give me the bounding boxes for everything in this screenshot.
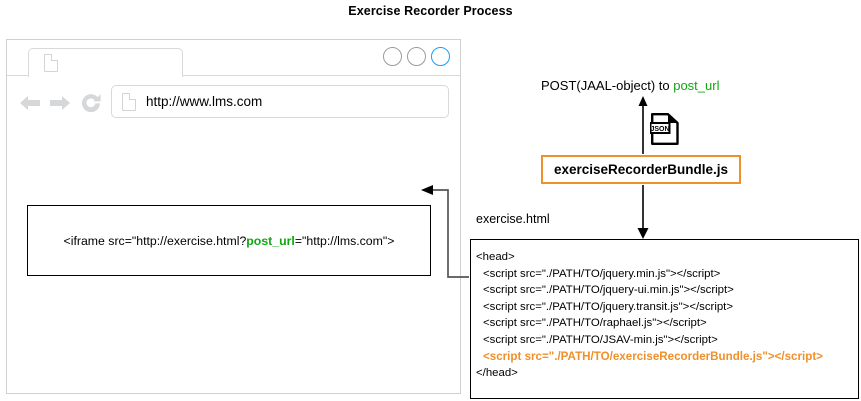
post-label-param: post_url [673,78,720,93]
circle-blue-icon[interactable] [431,47,450,66]
code-line: <script src="./PATH/TO/JSAV-min.js"></sc… [483,333,718,346]
browser-window-mockup: http://www.lms.com <iframe src="http://e… [6,39,461,394]
json-file-icon: JSON [649,112,680,146]
code-line: <script src="./PATH/TO/jquery.transit.js… [483,300,733,313]
arrow-bundle-to-post [638,96,648,154]
exercise-html-label: exercise.html [476,212,550,226]
browser-toolbar: http://www.lms.com [7,76,460,128]
code-line: <head> [476,251,515,263]
iframe-snippet-text: <iframe src="http://exercise.html?post_u… [64,234,395,248]
page-icon [122,93,136,111]
iframe-snippet-after: ="http://lms.com"> [294,233,395,248]
circle-gray-2-icon[interactable] [407,47,426,66]
url-bar[interactable]: http://www.lms.com [111,85,449,118]
window-controls [383,47,450,66]
page-icon [44,54,58,72]
post-flow-label: POST(JAAL-object) to post_url [541,78,719,93]
post-label-text: POST(JAAL-object) to [541,78,674,93]
circle-gray-1-icon[interactable] [383,47,402,66]
svg-text:JSON: JSON [650,126,669,133]
code-line: <script src="./PATH/TO/jquery-ui.min.js"… [483,284,734,297]
code-line-highlighted: <script src="./PATH/TO/exerciseRecorderB… [483,349,823,363]
url-input[interactable]: http://www.lms.com [146,94,263,109]
browser-tab-bar [7,40,460,77]
code-line: </head> [476,367,518,380]
iframe-snippet-before: <iframe src="http://exercise.html? [63,233,247,248]
head-code-box: <head> <script src="./PATH/TO/jquery.min… [470,239,859,399]
browser-tab[interactable] [28,48,183,77]
arrow-right-icon[interactable] [49,93,71,113]
code-line: <script src="./PATH/TO/raphael.js"></scr… [483,317,707,330]
iframe-snippet-param: post_url [246,233,295,248]
bundle-label: exerciseRecorderBundle.js [553,162,729,177]
arrow-bundle-to-head-code [637,185,649,239]
arrow-left-icon[interactable] [19,93,41,113]
code-line: <script src="./PATH/TO/jquery.min.js"></… [483,267,721,280]
page-title: Exercise Recorder Process [348,4,513,18]
bundle-box: exerciseRecorderBundle.js [541,155,741,184]
iframe-snippet-box: <iframe src="http://exercise.html?post_u… [27,205,431,276]
reload-icon[interactable] [79,91,103,115]
